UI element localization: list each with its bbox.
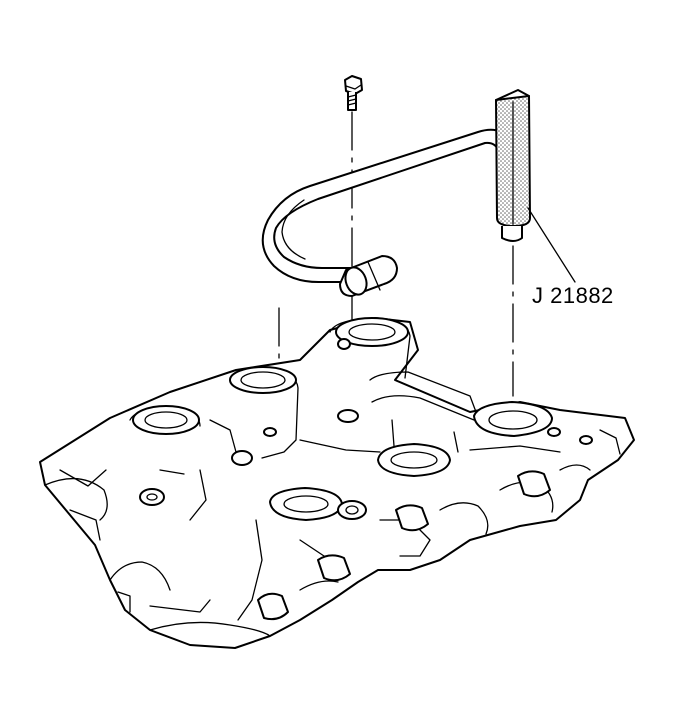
bolt bbox=[344, 75, 363, 111]
intake-manifold bbox=[39, 317, 635, 649]
callout-leader bbox=[527, 207, 576, 283]
tool-j21882 bbox=[495, 89, 531, 242]
hose bbox=[261, 128, 511, 297]
tool-callout-label: J 21882 bbox=[532, 283, 614, 308]
